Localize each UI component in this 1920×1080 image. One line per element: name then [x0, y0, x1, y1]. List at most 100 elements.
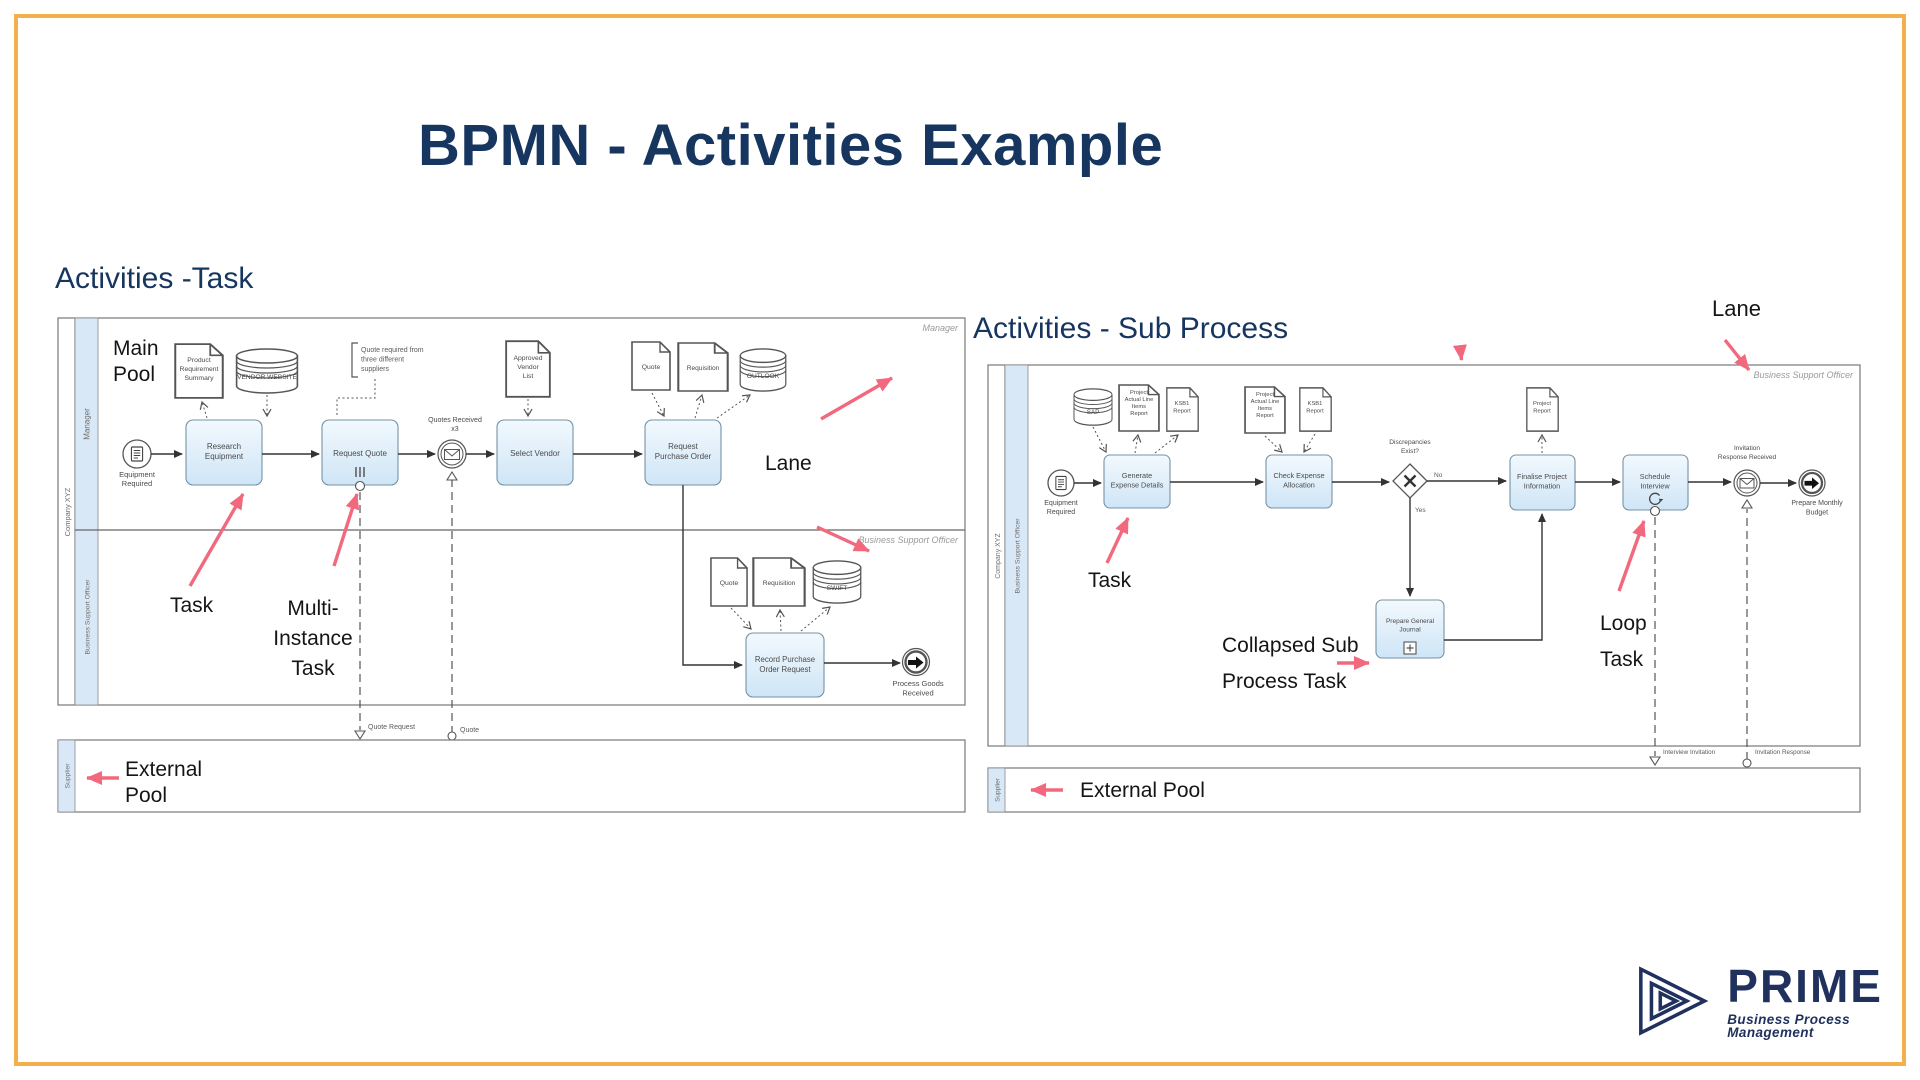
svg-text:VENDOR WEBSITE: VENDOR WEBSITE — [237, 374, 297, 381]
prime-logo: PRIME Business Process Management — [1632, 956, 1920, 1046]
task-request-quote: Request Quote — [321, 419, 399, 492]
svg-text:Requisition: Requisition — [763, 580, 796, 587]
pool-label: Company XYZ — [63, 487, 72, 536]
data-object-quote-2: Quote — [710, 557, 748, 607]
task-note: Task — [1088, 569, 1132, 592]
svg-text:Quote: Quote — [720, 580, 739, 587]
datastore-swift: SWIFT — [812, 560, 862, 604]
envelope-icon — [444, 449, 460, 460]
corner-label-bso: Business Support Officer — [858, 535, 959, 545]
lane-band — [1004, 364, 1029, 747]
association — [1135, 435, 1138, 454]
document-lines-icon — [1055, 475, 1067, 491]
loop-marker — [1649, 492, 1662, 505]
svg-text:Select Vendor: Select Vendor — [510, 449, 560, 458]
loop-task-note-arrow — [1617, 520, 1646, 592]
seq-flow-return — [1444, 513, 1546, 641]
association — [694, 395, 702, 419]
logo-name: PRIME — [1727, 959, 1883, 1012]
task-note-arrow — [1105, 517, 1130, 564]
lane-label-bso: Business Support Officer — [85, 579, 92, 655]
association — [651, 392, 664, 416]
message-anchor — [1649, 505, 1661, 517]
pool-pointer-arrow — [1452, 344, 1467, 361]
supplier-label: Supplier — [995, 777, 1002, 802]
corner-label-bso: Business Support Officer — [1753, 370, 1854, 380]
pool-label: Company XYZ — [995, 533, 1002, 579]
association — [1264, 435, 1282, 452]
corner-label-manager: Manager — [922, 323, 959, 333]
message-flow-invitation-response: Invitation Response — [1741, 498, 1811, 768]
document-lines-icon — [130, 446, 144, 462]
multi-instance-marker — [355, 467, 365, 477]
svg-text:SWIFT: SWIFT — [827, 585, 848, 592]
svg-text:Requisition: Requisition — [687, 365, 720, 372]
external-pool-note: External Pool — [1080, 779, 1205, 802]
seq-flow — [682, 485, 743, 669]
lane-note-arrow-up — [820, 376, 893, 421]
task-note-arrow — [188, 493, 245, 587]
message-flow-quote: Quote — [446, 470, 479, 741]
association — [1154, 435, 1178, 454]
datastore-sap: SAP — [1073, 388, 1113, 426]
association — [1092, 426, 1106, 452]
message-anchor — [354, 480, 366, 492]
external-pool: Supplier — [57, 739, 966, 813]
prime-triangle-icon — [1639, 966, 1709, 1036]
association — [730, 607, 751, 629]
gateway-yes-label: Yes — [1415, 507, 1426, 514]
message-flow-interview-invitation: Interview Invitation — [1649, 517, 1716, 767]
datastore-vendor-website: VENDOR WEBSITE — [235, 348, 299, 394]
lane-note: Lane — [765, 452, 812, 475]
task-select-vendor: Select Vendor — [496, 419, 574, 486]
svg-text:Invitation Response: Invitation Response — [1755, 749, 1811, 756]
association — [800, 607, 830, 632]
x-icon — [1403, 474, 1417, 488]
task-note: Task — [170, 594, 214, 617]
data-object-quote: Quote — [631, 341, 671, 391]
supplier-label: Supplier — [65, 763, 72, 789]
